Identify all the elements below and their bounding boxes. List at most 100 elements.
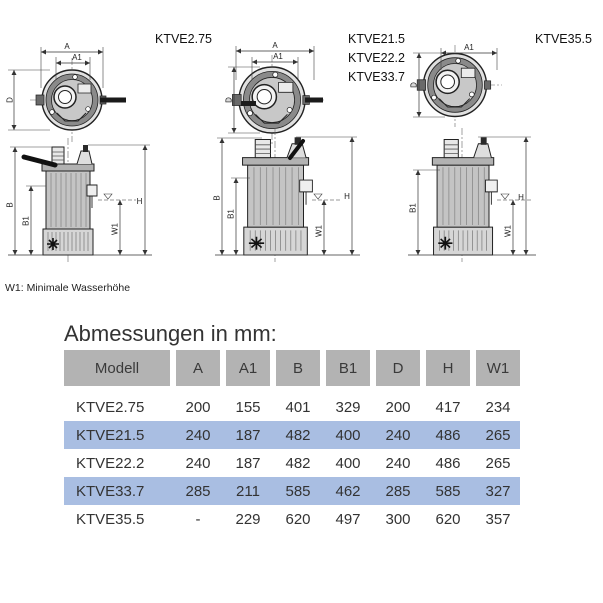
cell-model: KTVE35.5 bbox=[76, 510, 145, 528]
cell-d: 300 bbox=[385, 510, 411, 528]
cell-w1: 327 bbox=[485, 482, 511, 500]
top-view: A A1 D bbox=[225, 41, 326, 145]
cell-b1: 400 bbox=[335, 454, 361, 472]
handle-bar bbox=[305, 97, 323, 103]
top-view: A A1 D bbox=[6, 42, 126, 142]
carry-handle bbox=[288, 139, 305, 160]
cell-b1: 400 bbox=[335, 426, 361, 444]
dimension-label-a1: A1 bbox=[72, 53, 82, 62]
cell-model: KTVE21.5 bbox=[76, 426, 145, 444]
dimensions-table: Modell A A1 B B1 D H W1 KTVE2.75 200 155… bbox=[64, 350, 520, 533]
table-row: KTVE2.75 200 155 401 329 200 417 234 bbox=[64, 393, 520, 421]
handle-bar bbox=[241, 101, 256, 106]
cell-h: 620 bbox=[435, 510, 461, 528]
column-header-d: D bbox=[376, 350, 420, 386]
table-body: KTVE2.75 200 155 401 329 200 417 234 KTV… bbox=[64, 393, 520, 533]
side-view: B B1 H W1 bbox=[6, 138, 152, 262]
dimension-label-w1: W1 bbox=[504, 224, 513, 237]
dimension-label-w1: W1 bbox=[315, 224, 324, 237]
dimension-label-b1: B1 bbox=[409, 203, 418, 213]
cell-a: 240 bbox=[185, 426, 211, 444]
table-row: KTVE35.5 - 229 620 497 300 620 357 bbox=[64, 505, 520, 533]
dimension-label-h: H bbox=[518, 193, 524, 202]
dimension-label-a1: A1 bbox=[273, 52, 283, 61]
model-label: KTVE33.7 bbox=[348, 70, 405, 84]
cell-model: KTVE33.7 bbox=[76, 482, 145, 500]
table-header-row: Modell A A1 B B1 D H W1 bbox=[64, 350, 520, 386]
model-label: KTVE2.75 bbox=[155, 32, 212, 46]
water-level-icon bbox=[313, 193, 323, 200]
column-header-a: A bbox=[176, 350, 220, 386]
cell-h: 486 bbox=[435, 454, 461, 472]
cell-w1: 234 bbox=[485, 398, 511, 416]
dimension-label-h: H bbox=[137, 197, 143, 206]
w1-legend-note: W1: Minimale Wasserhöhe bbox=[5, 282, 131, 294]
side-view: B B1 H W1 bbox=[213, 128, 360, 262]
cell-d: 240 bbox=[385, 426, 411, 444]
pump-top-view bbox=[416, 52, 492, 118]
model-label: KTVE22.2 bbox=[348, 51, 405, 65]
cell-a: 285 bbox=[185, 482, 211, 500]
dimension-label-b: B bbox=[6, 202, 15, 207]
column-header-b: B bbox=[276, 350, 320, 386]
cell-b1: 462 bbox=[335, 482, 361, 500]
water-level-icon bbox=[500, 193, 510, 200]
cell-h: 417 bbox=[435, 398, 461, 416]
table-row: KTVE33.7 285 211 585 462 285 585 327 bbox=[64, 477, 520, 505]
cell-b: 585 bbox=[285, 482, 311, 500]
technical-drawings: KTVE2.75 A A1 D B B1 H bbox=[6, 32, 592, 262]
cell-model: KTVE22.2 bbox=[76, 454, 145, 472]
dimension-label-h: H bbox=[344, 192, 350, 201]
dimension-label-d: D bbox=[410, 82, 419, 88]
cell-a: 200 bbox=[185, 398, 211, 416]
column-header-w1: W1 bbox=[476, 350, 520, 386]
cell-a: - bbox=[195, 510, 201, 528]
column-header-h: H bbox=[426, 350, 470, 386]
cell-b: 482 bbox=[285, 454, 311, 472]
pump-top-view bbox=[35, 69, 107, 131]
cell-b: 482 bbox=[285, 426, 311, 444]
cell-b: 401 bbox=[285, 398, 311, 416]
top-view: A1 D bbox=[410, 43, 502, 127]
cell-a1: 187 bbox=[235, 454, 261, 472]
model-label: KTVE35.5 bbox=[535, 32, 592, 46]
cell-d: 200 bbox=[385, 398, 411, 416]
dimension-label-b1: B1 bbox=[227, 209, 236, 219]
cell-d: 240 bbox=[385, 454, 411, 472]
model-label: KTVE21.5 bbox=[348, 32, 405, 46]
dimension-label-b1: B1 bbox=[22, 216, 31, 226]
cell-a1: 155 bbox=[235, 398, 261, 416]
cell-h: 486 bbox=[435, 426, 461, 444]
cell-a1: 187 bbox=[235, 426, 261, 444]
cell-b: 620 bbox=[285, 510, 311, 528]
cell-a1: 211 bbox=[236, 482, 260, 500]
column-header-a1: A1 bbox=[226, 350, 270, 386]
handle-bar bbox=[100, 97, 126, 103]
cell-b1: 329 bbox=[335, 398, 361, 416]
cell-b1: 497 bbox=[335, 510, 361, 528]
water-level-icon bbox=[103, 193, 113, 200]
cell-h: 585 bbox=[435, 482, 461, 500]
cell-w1: 357 bbox=[485, 510, 511, 528]
extension-lines bbox=[8, 47, 104, 131]
drawing-ktve355: KTVE35.5 A1 D B1 H W1 bbox=[408, 32, 592, 262]
cell-model: KTVE2.75 bbox=[76, 398, 145, 416]
extension-lines bbox=[228, 46, 315, 134]
carry-handle bbox=[21, 154, 58, 168]
drawing-ktve215-222-337: KTVE21.5 KTVE22.2 KTVE33.7 A A1 D bbox=[213, 32, 405, 262]
pump-side-view bbox=[241, 136, 314, 257]
pump-side-view bbox=[431, 136, 499, 256]
dimension-label-d: D bbox=[225, 97, 234, 103]
cell-w1: 265 bbox=[485, 426, 511, 444]
dimension-label-a: A bbox=[64, 42, 70, 51]
drawing-ktve275: KTVE2.75 A A1 D B B1 H bbox=[6, 32, 212, 262]
cell-d: 285 bbox=[385, 482, 411, 500]
side-view: B1 H W1 bbox=[408, 128, 536, 262]
dimension-label-d: D bbox=[6, 97, 15, 103]
dimension-label-a1: A1 bbox=[464, 43, 474, 52]
cell-a: 240 bbox=[185, 454, 211, 472]
dimension-label-a: A bbox=[272, 41, 278, 50]
column-header-modell: Modell bbox=[64, 350, 170, 386]
table-row: KTVE21.5 240 187 482 400 240 486 265 bbox=[64, 421, 520, 449]
dimension-label-b: B bbox=[213, 195, 222, 200]
